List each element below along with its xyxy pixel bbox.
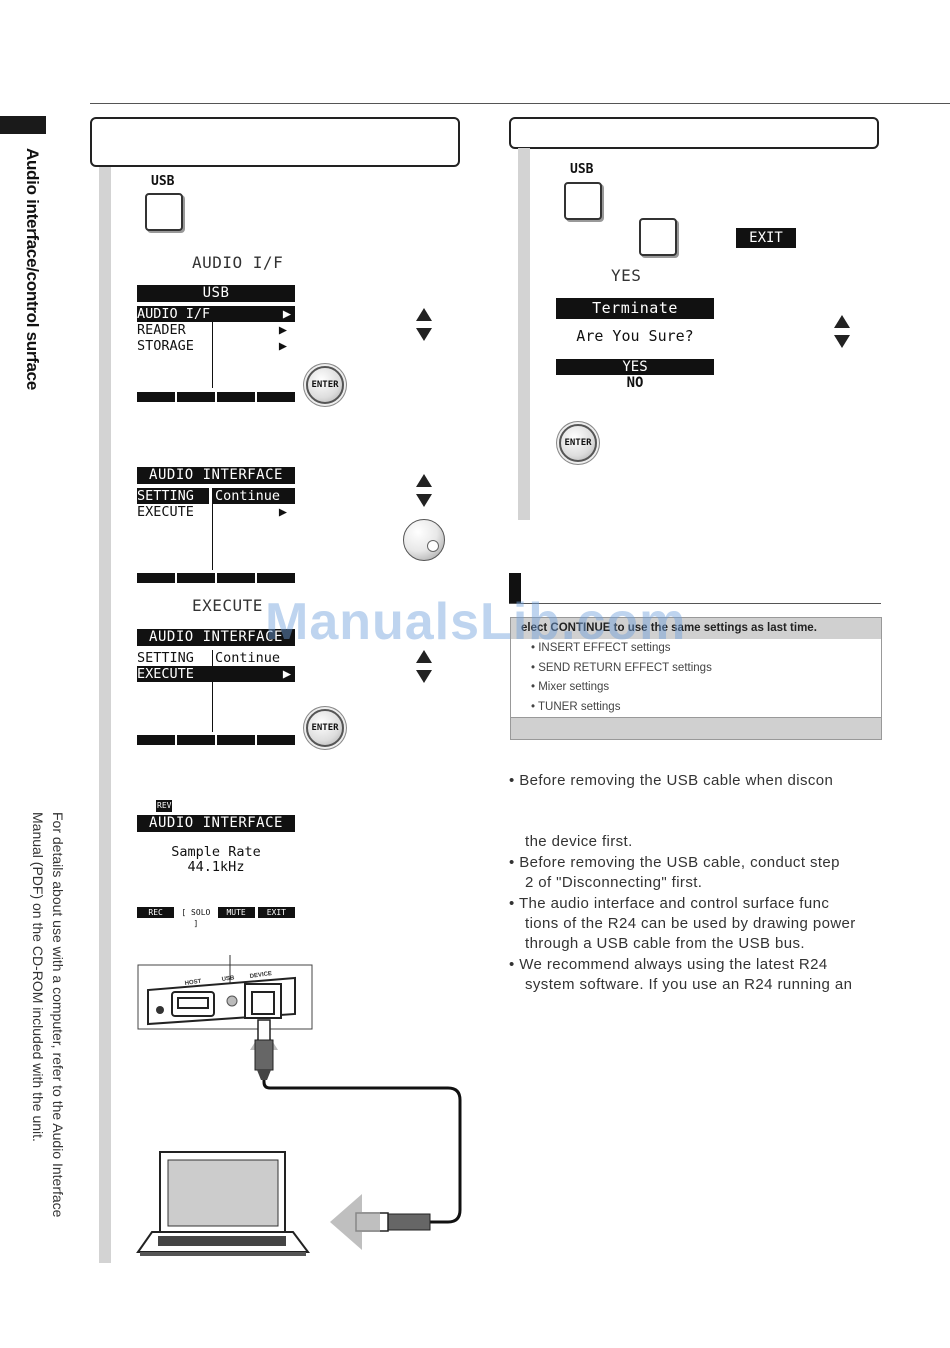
down-arrow-icon[interactable] (416, 328, 432, 341)
lcd-usb-menu: USB AUDIO I/F▶ READER▶ STORAGE▶ (137, 285, 295, 405)
note-line: through a USB cable from the USB bus. (525, 935, 805, 952)
note-line: tions of the R24 can be used by drawing … (525, 915, 856, 932)
note-line: • The audio interface and control surfac… (509, 895, 830, 912)
lcd-title: AUDIO INTERFACE (137, 629, 295, 646)
right-step-bar (518, 148, 530, 520)
screen-text-yes: YES (611, 266, 642, 285)
top-rule (90, 103, 950, 104)
right-header-box (509, 117, 879, 149)
port-label-usb: USB (221, 975, 235, 983)
port-label-device: DEVICE (249, 971, 272, 980)
info-item: • TUNER settings (531, 700, 621, 713)
screen-text-execute: EXECUTE (192, 596, 263, 615)
lcd-row-reader: READER▶ (137, 322, 287, 338)
lcd-footer (137, 735, 295, 745)
note-line: system software. If you use an R24 runni… (525, 976, 853, 993)
note-line: the device first. (525, 833, 633, 850)
down-arrow-icon[interactable] (416, 494, 432, 507)
usb-key[interactable] (564, 182, 602, 220)
sample-rate-label: Sample Rate (171, 844, 261, 860)
lcd-row-execute: EXECUTE▶ (137, 504, 287, 520)
lcd-option-no: NO (626, 375, 644, 391)
lcd-terminate: Terminate Are You Sure? YES NO (556, 298, 714, 398)
up-arrow-icon[interactable] (416, 650, 432, 663)
left-step-bar (99, 167, 111, 1263)
enter-button[interactable]: ENTER (559, 424, 597, 462)
down-arrow-icon[interactable] (834, 335, 850, 348)
info-box-header: elect CONTINUE to use the same settings … (511, 618, 881, 639)
port-label-host: HOST (184, 979, 202, 987)
lcd-footer-keys: REC [ SOLO ] MUTE EXIT (137, 907, 295, 928)
usb-key[interactable] (145, 193, 183, 231)
exit-key-label: EXIT (736, 228, 796, 248)
info-item: • Mixer settings (531, 681, 610, 693)
lcd-row-execute: EXECUTE▶ (137, 666, 295, 682)
up-arrow-icon[interactable] (416, 308, 432, 321)
sample-rate-value: 44.1kHz (187, 859, 245, 875)
section-tab (0, 116, 46, 134)
enter-button[interactable]: ENTER (306, 709, 344, 747)
lcd-footer (137, 573, 295, 583)
usb-connection-illustration: HOST USB DEVICE (136, 955, 462, 1256)
note-line: • We recommend always using the latest R… (509, 956, 828, 973)
lcd-title: AUDIO INTERFACE (137, 815, 295, 832)
section-rule (509, 603, 881, 604)
rev-icon: REV (156, 800, 173, 812)
note-line: • Before removing the USB cable, conduct… (509, 854, 840, 871)
lcd-title: Terminate (556, 298, 714, 319)
usb-key-label: USB (151, 174, 175, 189)
lcd-audio-interface-active: REV AUDIO INTERFACE Sample Rate 44.1kHz … (137, 798, 295, 928)
left-header-box (90, 117, 460, 167)
note-line: 2 of "Disconnecting" first. (525, 874, 703, 891)
continue-info-box: elect CONTINUE to use the same settings … (510, 617, 882, 740)
screen-text-audio-if: AUDIO I/F (192, 253, 284, 272)
side-reference-note: For details about use with a computer, r… (30, 812, 66, 1218)
up-arrow-icon[interactable] (416, 474, 432, 487)
lcd-title: AUDIO INTERFACE (137, 467, 295, 484)
lcd-footer (137, 392, 295, 402)
lcd-title: USB (137, 285, 295, 302)
lcd-question: Are You Sure? (576, 327, 694, 345)
usb-key-label: USB (570, 162, 594, 177)
side-section-title: Audio interface/control surface (23, 148, 42, 390)
info-box-footer (511, 717, 881, 739)
info-item: • INSERT EFFECT settings (531, 642, 671, 654)
up-arrow-icon[interactable] (834, 315, 850, 328)
down-arrow-icon[interactable] (416, 670, 432, 683)
note-line: • Before removing the USB cable when dis… (509, 772, 834, 789)
section-marker (509, 573, 521, 603)
lcd-row-storage: STORAGE▶ (137, 338, 287, 354)
lcd-option-yes: YES (556, 359, 714, 375)
enter-button[interactable]: ENTER (306, 366, 344, 404)
watermark: ManualsLib.com (265, 593, 687, 651)
lcd-row-audio-if: AUDIO I/F▶ (137, 306, 295, 322)
dial-knob-icon[interactable] (403, 519, 445, 561)
function-key[interactable] (639, 218, 677, 256)
info-item: • SEND RETURN EFFECT settings (531, 661, 712, 674)
